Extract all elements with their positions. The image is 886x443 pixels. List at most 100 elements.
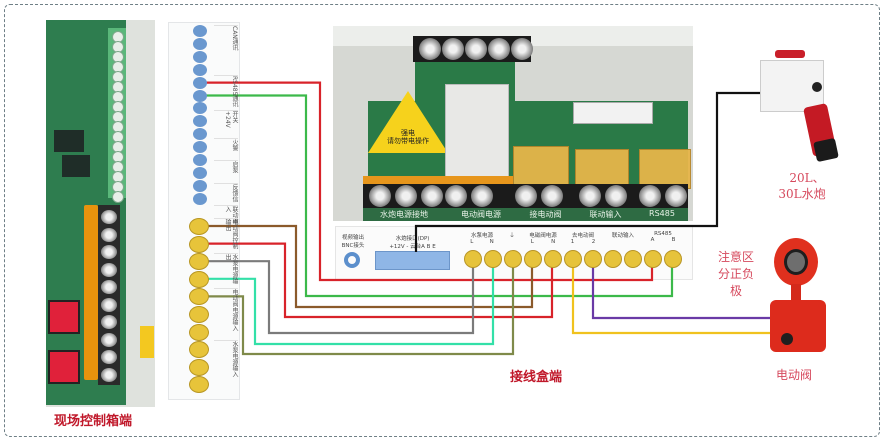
terminal-group-label: ⏚ <box>509 233 515 239</box>
yellow-terminal <box>189 358 209 376</box>
terminal-screw <box>101 280 117 294</box>
terminal-screw <box>101 227 117 242</box>
blue-terminal <box>193 25 207 37</box>
pcb-group-label: RS485 <box>649 209 675 218</box>
polarity-note: 注意区 分正负 极 <box>717 250 754 298</box>
diagram-frame <box>4 4 880 437</box>
blue-terminal <box>193 179 207 192</box>
terminal-group-label: 开关+24V <box>214 110 238 138</box>
water-cannon-cap <box>775 50 805 58</box>
yellow-terminal <box>584 250 602 268</box>
blue-terminal <box>193 63 207 76</box>
yellow-terminal <box>189 376 209 394</box>
terminal-screw <box>515 185 537 207</box>
blue-terminal <box>193 166 207 179</box>
valve-power-n-wire <box>199 242 554 319</box>
terminal-group-label: RS485通讯 <box>214 75 238 125</box>
valve-1-wire <box>571 259 770 335</box>
bnc-connector-icon <box>344 252 360 268</box>
yellow-terminal <box>604 250 622 268</box>
signal-connector <box>573 102 653 124</box>
yellow-terminal <box>504 250 522 268</box>
junction-box-caption: 接线盒端 <box>510 370 563 385</box>
terminal-screw <box>665 185 687 207</box>
blue-terminal <box>193 37 207 50</box>
terminal-screw <box>101 297 117 312</box>
terminal-group-label: 火警 <box>214 138 238 160</box>
terminal-group-label: 电动阀控制输出 <box>214 218 238 253</box>
power-switch-1 <box>48 300 80 334</box>
terminal-screw <box>471 185 493 207</box>
cannon-lens <box>812 82 822 92</box>
terminal-group-label: CAN通讯 <box>214 25 238 75</box>
yellow-terminal <box>464 250 482 268</box>
valve-knob <box>781 333 793 345</box>
blue-terminal <box>193 89 207 102</box>
blue-terminal <box>193 115 207 128</box>
yellow-terminal <box>189 218 209 235</box>
blue-terminal <box>193 192 207 205</box>
field-control-box-caption: 现场控制箱端 <box>54 414 133 429</box>
yellow-terminal <box>524 250 542 268</box>
pcb-group-label: 联动输入 <box>589 210 622 219</box>
terminal-screw <box>605 185 627 207</box>
blue-terminal <box>193 50 207 63</box>
pump-power-l-wire <box>199 259 475 335</box>
bottom-label-strip <box>363 208 688 221</box>
rs485-a-wire <box>200 81 654 282</box>
relay-component <box>62 155 90 177</box>
blue-terminal <box>193 76 207 89</box>
rs485-b-wire <box>200 94 674 298</box>
yellow-terminal <box>189 253 209 271</box>
yellow-terminal <box>189 341 209 359</box>
blue-terminal <box>193 141 207 154</box>
terminal-group-label: 联动输入 <box>214 205 238 225</box>
yellow-terminal <box>189 323 209 341</box>
valve-neck <box>791 284 801 304</box>
warning-sticker-icon <box>140 326 154 358</box>
yellow-terminal <box>189 270 209 288</box>
terminal-screw <box>101 350 117 364</box>
terminal-screw <box>579 185 601 207</box>
orange-terminal-cover <box>84 205 98 380</box>
terminal-screw <box>101 315 117 329</box>
terminal-screw <box>369 185 391 207</box>
cannon-cable <box>414 91 760 252</box>
yellow-terminal <box>189 235 209 253</box>
ground-wire <box>199 259 515 356</box>
terminal-screw <box>101 332 117 347</box>
water-cannon-caption: 20L、 30L水炮 <box>778 171 826 201</box>
terminal-screw <box>395 185 417 207</box>
terminal-group-label: 电动阀电源输入 <box>214 288 238 340</box>
valve-2-wire <box>591 259 770 320</box>
high-voltage-warning-icon <box>368 91 448 153</box>
power-switch-2 <box>48 350 80 384</box>
orange-cover-strip <box>363 176 513 184</box>
yellow-terminal <box>644 250 662 268</box>
terminal-group-label: 反馈信 <box>214 183 238 205</box>
terminal-group-label: 联动输入 <box>611 233 634 239</box>
yellow-terminal <box>564 250 582 268</box>
yellow-terminal <box>664 250 682 268</box>
terminal-screw <box>101 367 117 382</box>
pump-power-n-wire <box>199 259 495 346</box>
cannon-interface-label: 水炮接口(DP) +12V - 云台A B E <box>389 236 436 250</box>
warning-label: 强电 请勿带电操作 <box>387 129 429 145</box>
valve-actuator <box>770 300 826 352</box>
terminal-screw <box>101 262 117 277</box>
terminal-screw <box>101 210 117 224</box>
yellow-terminal <box>189 306 209 323</box>
terminal-group-label: 启泵 <box>214 160 238 182</box>
electric-valve-caption: 电动阀 <box>776 368 813 382</box>
relay-white <box>445 84 509 178</box>
terminal-group-label: 水泵电源输出 <box>214 253 238 288</box>
yellow-terminal <box>484 250 502 268</box>
terminal-screw <box>101 245 117 259</box>
pcb-group-label: 接电动阀 <box>529 210 562 219</box>
terminal-screw <box>639 185 661 207</box>
cannon-interface-terminal <box>375 251 450 270</box>
blue-terminal <box>193 102 207 115</box>
